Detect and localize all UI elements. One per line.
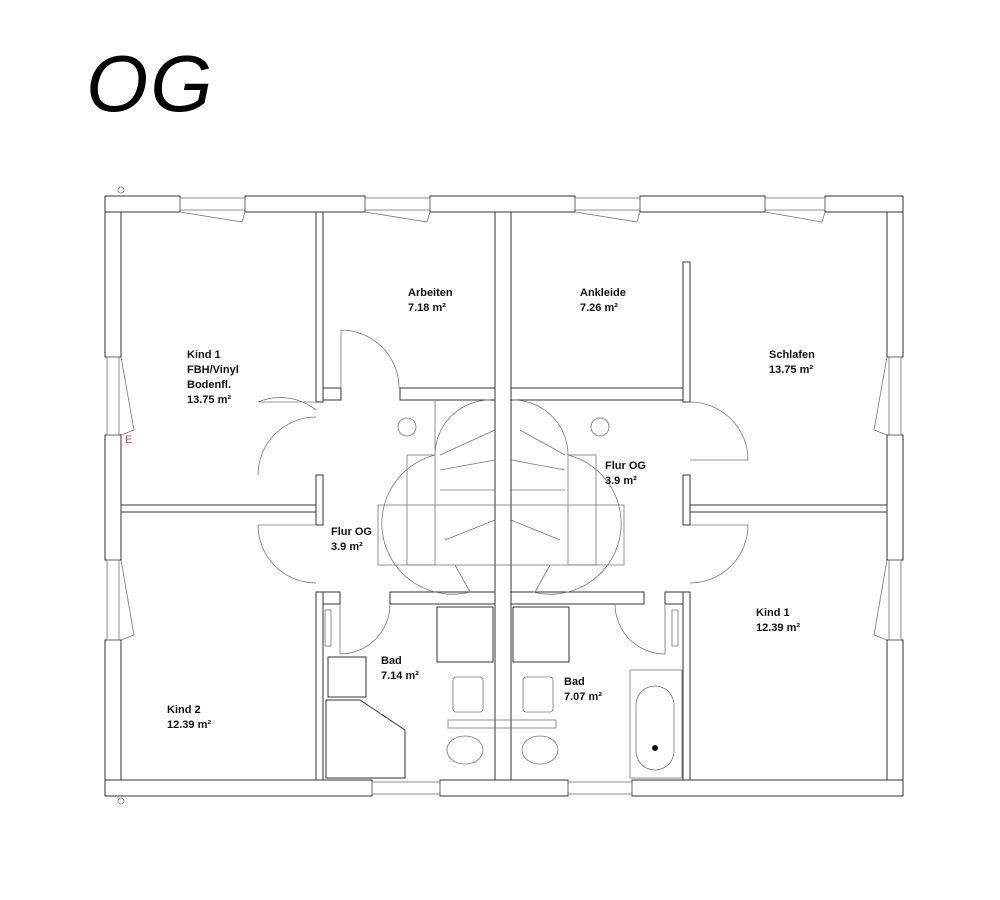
marker-e: E [125,434,132,446]
room-label-schlafen: Schlafen 13.75 m² [769,349,818,376]
room-label-ankleide: Ankleide 7.26 m² [580,287,629,314]
bathroom-fixtures [324,606,683,779]
corner-marker [117,797,125,805]
room-label-bad-left: Bad 7.14 m² [381,655,419,682]
room-label-kind1-right: Kind 1 12.39 m² [756,607,800,634]
room-label-kind2: Kind 2 12.39 m² [167,704,211,731]
corner-marker [117,186,125,194]
floor-title: OG [86,39,215,128]
room-label-flur-right: Flur OG 3.9 m² [605,460,649,487]
windows [106,197,902,795]
room-labels: Kind 1 FBH/Vinyl Bodenfl. 13.75 m² Arbei… [167,287,818,731]
doors [257,329,749,655]
room-label-kind1: Kind 1 FBH/Vinyl Bodenfl. 13.75 m² [187,349,242,406]
room-label-bad-right: Bad 7.07 m² [564,676,602,703]
outer-walls [104,195,904,797]
room-label-flur-left: Flur OG 3.9 m² [331,526,375,553]
interior-walls [120,211,888,781]
stairs [377,399,625,595]
room-label-arbeiten: Arbeiten 7.18 m² [408,287,456,314]
